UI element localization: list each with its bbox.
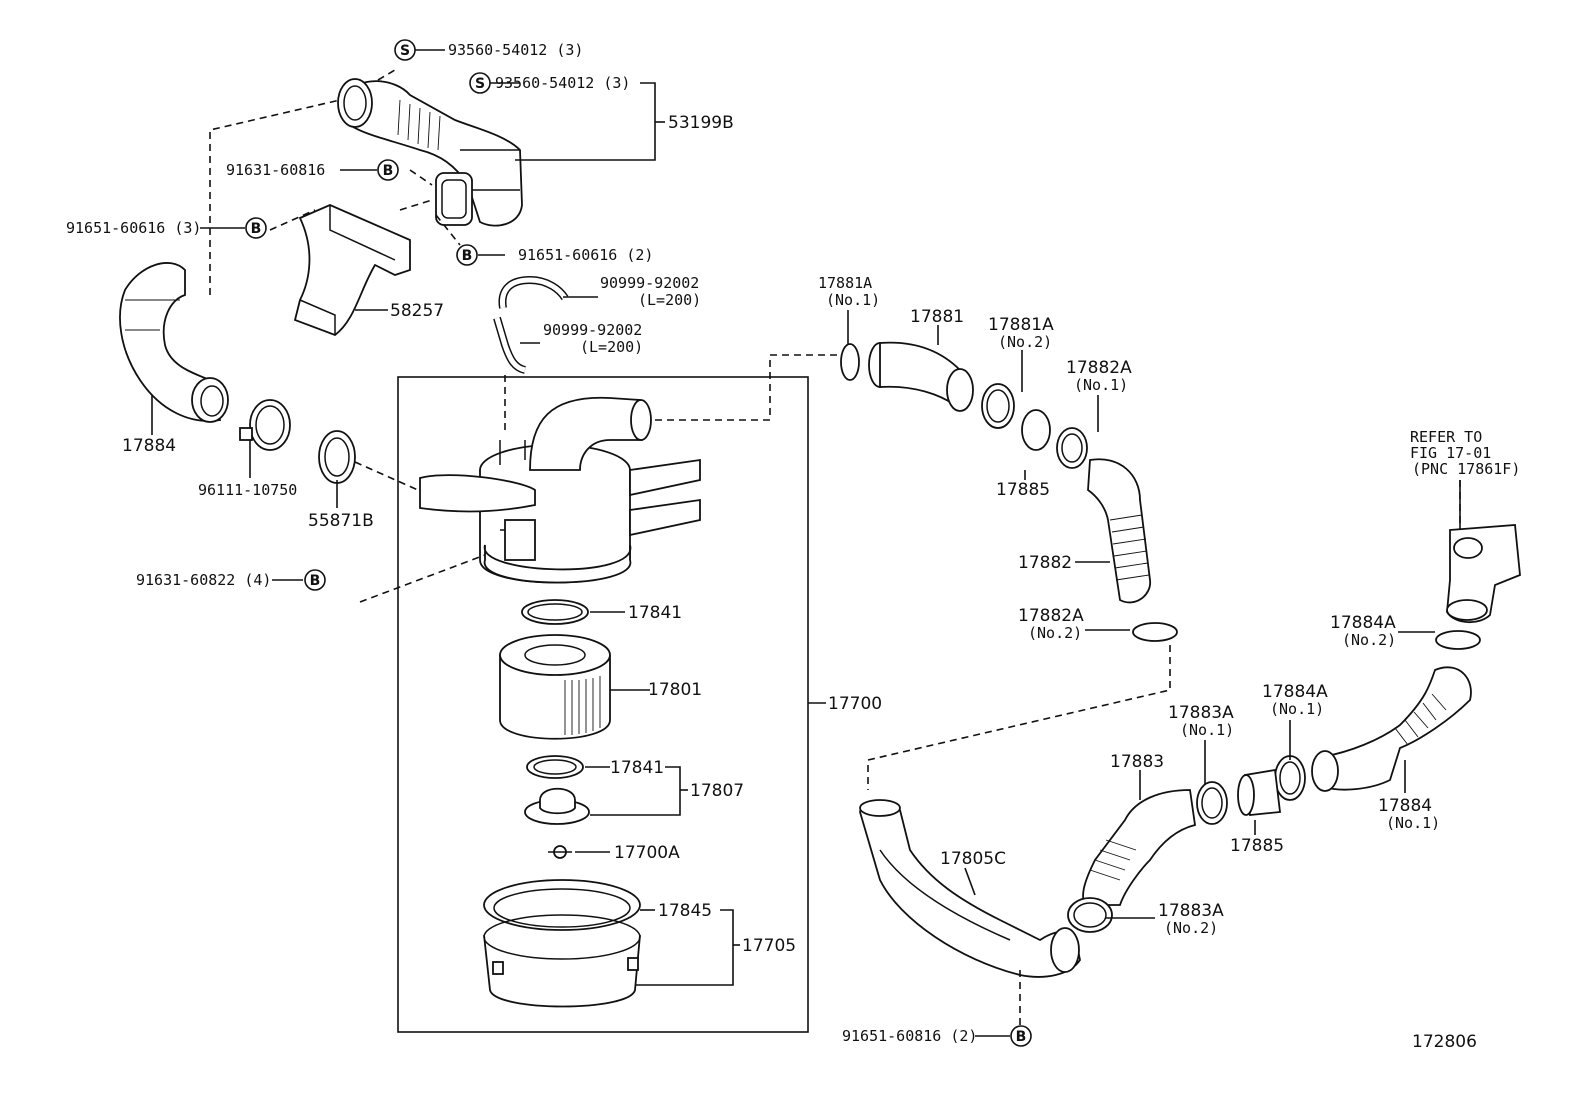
label-93560-54012-b: 93560-54012 (3) <box>495 74 630 92</box>
assembly-17700-box <box>397 376 809 1033</box>
symbol-b-text: B <box>251 221 262 237</box>
label-17883A-no2-sub: (No.2) <box>1164 919 1218 937</box>
symbol-b-text: B <box>1016 1029 1027 1045</box>
symbol-b-marker <box>304 569 326 591</box>
label-17807: 17807 <box>690 781 744 801</box>
label-93560-54012-a: 93560-54012 (3) <box>448 41 583 59</box>
symbol-s-text: S <box>400 43 410 59</box>
label-17882A-no2: 17882A <box>1018 606 1084 626</box>
intake-hose-53199B-drawing <box>337 78 523 227</box>
symbol-s-marker <box>394 39 416 61</box>
label-refer-pnc: (PNC 17861F) <box>1412 460 1520 478</box>
label-91651-60616-2: 91651-60616 (2) <box>518 246 653 264</box>
clip-17700A-drawing <box>548 845 572 859</box>
label-17884A-no2-sub: (No.2) <box>1342 631 1396 649</box>
pipe-17805C-drawing <box>859 799 1081 978</box>
label-17881A-no2: 17881A <box>988 315 1054 335</box>
label-17705: 17705 <box>742 936 796 956</box>
label-17882A-no1-sub: (No.1) <box>1074 376 1128 394</box>
symbol-b-marker <box>377 159 399 181</box>
symbol-s-marker <box>469 72 491 94</box>
label-17885-top: 17885 <box>996 480 1050 500</box>
hose-17884-left-drawing <box>119 262 356 484</box>
label-17884A-no1-sub: (No.1) <box>1270 700 1324 718</box>
label-17881A-no1-sub: (No.1) <box>826 291 880 309</box>
label-17882A-no1: 17882A <box>1066 358 1132 378</box>
label-17882A-no2-sub: (No.2) <box>1028 624 1082 642</box>
symbol-b-marker <box>1010 1025 1032 1047</box>
label-17884-no1: 17884 <box>1378 796 1432 816</box>
symbol-markers: S S B B B B B <box>245 39 1032 1047</box>
label-17881: 17881 <box>910 307 964 327</box>
label-refer-to: REFER TO <box>1410 428 1482 446</box>
symbol-b-text: B <box>310 573 321 589</box>
label-17884-left: 17884 <box>122 436 176 456</box>
label-17841-top: 17841 <box>628 603 682 623</box>
symbol-b-marker <box>456 244 478 266</box>
part-labels: 93560-54012 (3) 93560-54012 (3) 53199B 9… <box>66 41 1520 1052</box>
label-55871B: 55871B <box>308 511 374 531</box>
label-58257: 58257 <box>390 301 444 321</box>
label-17883A-no2: 17883A <box>1158 901 1224 921</box>
label-17883A-no1: 17883A <box>1168 703 1234 723</box>
label-53199B: 53199B <box>668 113 734 133</box>
symbol-b-text: B <box>462 248 473 264</box>
hose-17883-drawing <box>1067 789 1197 933</box>
case-17705-drawing <box>483 879 641 1008</box>
hose-17882-drawing <box>1087 458 1178 642</box>
label-91631-60816: 91631-60816 <box>226 161 325 179</box>
air-cleaner-body-drawing <box>419 396 701 584</box>
hose-17884-right-drawing <box>1196 630 1481 825</box>
label-17845: 17845 <box>658 901 712 921</box>
label-17700: 17700 <box>828 694 882 714</box>
label-refer-fig: FIG 17-01 <box>1410 444 1491 462</box>
label-17700A: 17700A <box>614 843 680 863</box>
label-17801: 17801 <box>648 680 702 700</box>
label-90999-92002-a: 90999-92002 <box>600 274 699 292</box>
label-17885-bottom: 17885 <box>1230 836 1284 856</box>
label-17882: 17882 <box>1018 553 1072 573</box>
filter-17801-drawing <box>499 634 611 740</box>
figure-number: 172806 <box>1412 1032 1477 1052</box>
label-91651-60816-2: 91651-60816 (2) <box>842 1027 977 1045</box>
symbol-b-marker <box>245 217 267 239</box>
bracket-58257-drawing <box>293 204 411 337</box>
outlet-ref-17861F-drawing <box>1446 524 1521 624</box>
label-17841-bottom: 17841 <box>610 758 664 778</box>
label-90999-92002-a-length: (L=200) <box>638 291 701 309</box>
label-17884A-no1: 17884A <box>1262 682 1328 702</box>
symbol-s-text: S <box>475 76 485 92</box>
label-17884A-no2: 17884A <box>1330 613 1396 633</box>
leader-lines <box>151 49 1461 1037</box>
label-91651-60616-3: 91651-60616 (3) <box>66 219 201 237</box>
label-90999-92002-b-length: (L=200) <box>580 338 643 356</box>
label-17805C: 17805C <box>940 849 1006 869</box>
label-96111-10750: 96111-10750 <box>198 481 297 499</box>
label-91631-60822: 91631-60822 (4) <box>136 571 271 589</box>
hose-17881-drawing <box>840 341 1088 469</box>
label-17883A-no1-sub: (No.1) <box>1180 721 1234 739</box>
symbol-b-text: B <box>383 163 394 179</box>
label-90999-92002-b: 90999-92002 <box>543 321 642 339</box>
label-17881A-no1: 17881A <box>818 274 872 292</box>
label-17881A-no2-sub: (No.2) <box>998 333 1052 351</box>
valve-17807-drawing <box>524 787 590 825</box>
label-17884-no1-sub: (No.1) <box>1386 814 1440 832</box>
label-17883: 17883 <box>1110 752 1164 772</box>
